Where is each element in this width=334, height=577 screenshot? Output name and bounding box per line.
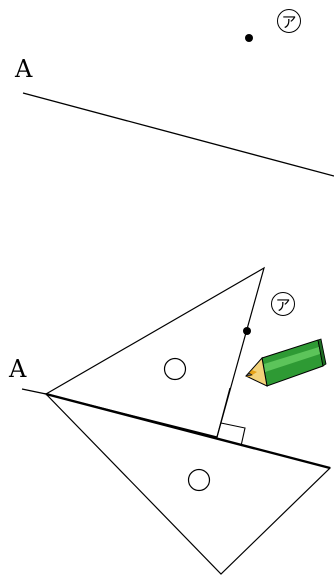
line-a-label-bottom: A [8,355,27,383]
line-a-bottom-main [45,392,331,470]
bottom-panel: A ア [8,266,332,575]
line-a-label-top: A [14,55,33,83]
right-angle-marker [220,422,246,447]
line-a-top [22,92,334,177]
point-marker-label-bottom: ア [275,296,290,314]
point-marker-circle-bottom [271,292,295,316]
point-marker-label-top: ア [281,13,296,31]
pencil-icon [245,338,327,387]
set-square-upper-hole [163,357,187,381]
perpendicular-line [216,387,231,438]
line-a-bottom [21,388,47,395]
point-a-top [245,34,253,42]
point-marker-circle-top [277,9,301,33]
set-square-lower-hole [187,468,211,492]
point-a-bottom [243,327,251,335]
top-panel: A ア [14,9,334,177]
